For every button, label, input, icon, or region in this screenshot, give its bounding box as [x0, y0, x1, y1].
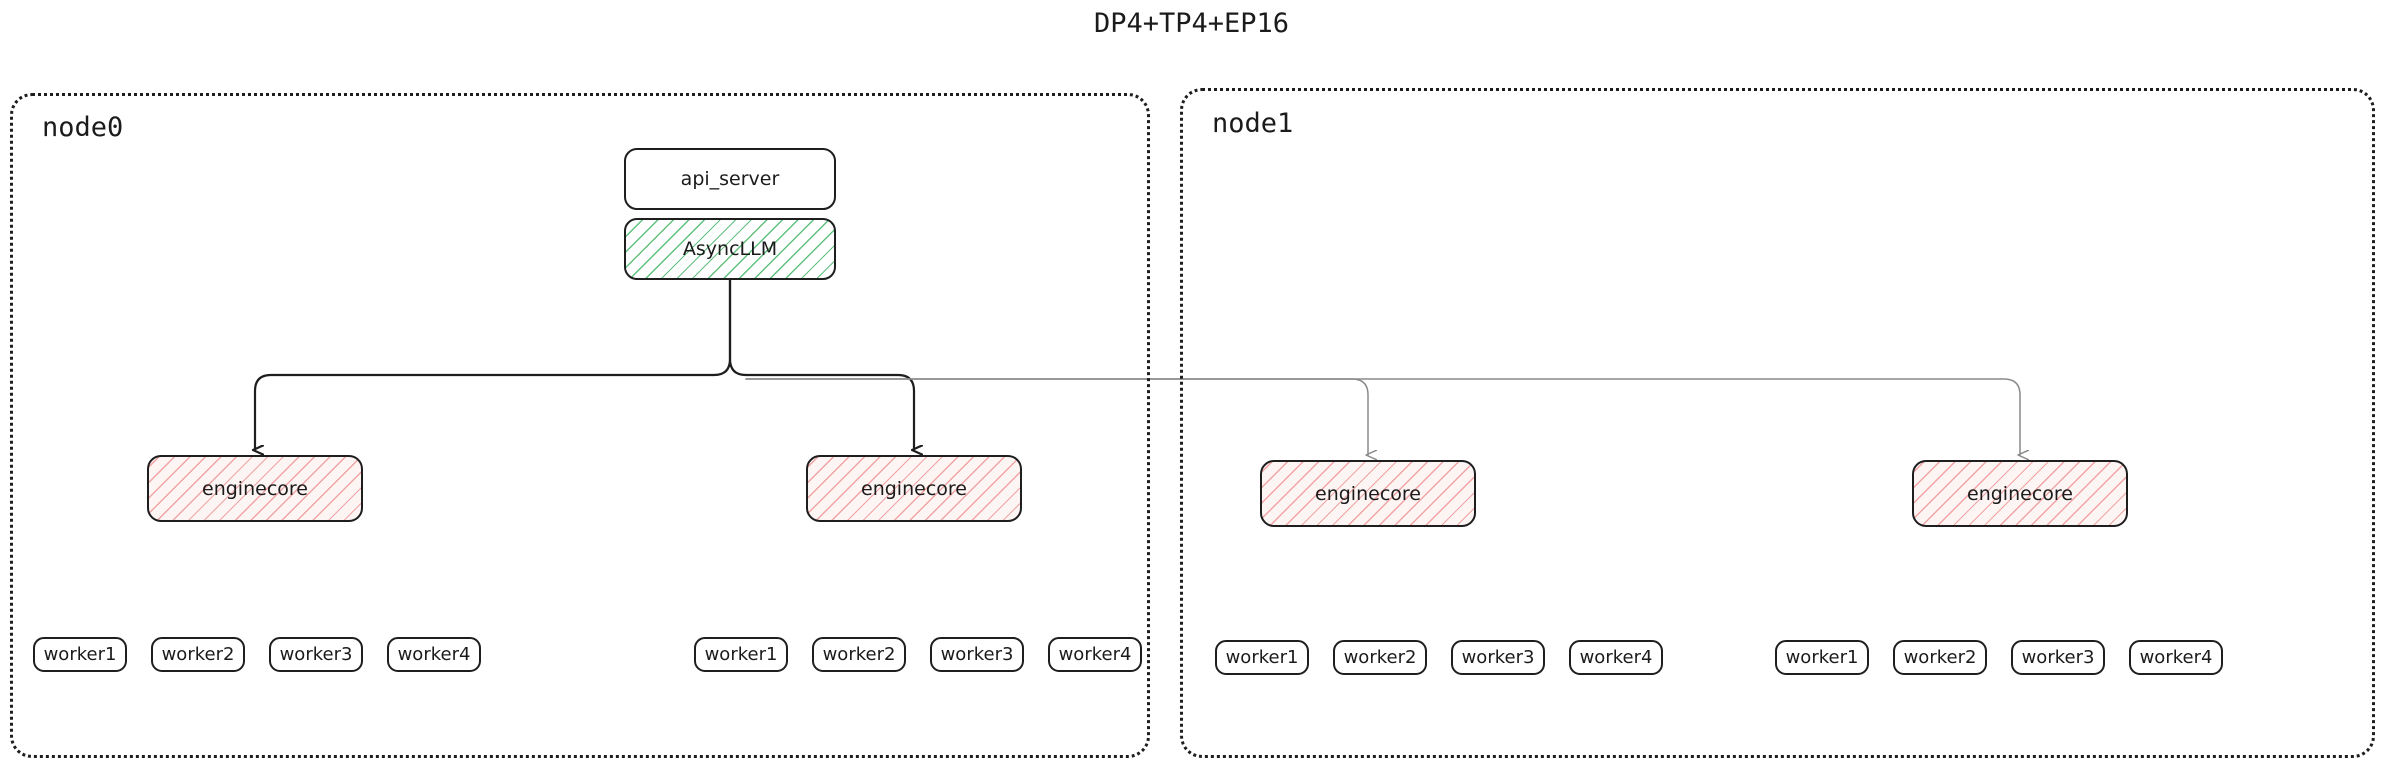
- enginecore-box[interactable]: enginecore: [1260, 460, 1476, 527]
- worker-box[interactable]: worker1: [33, 637, 127, 672]
- worker-box[interactable]: worker4: [387, 637, 481, 672]
- api-server-box[interactable]: api_server: [624, 148, 836, 210]
- worker-box[interactable]: worker2: [151, 637, 245, 672]
- worker-box[interactable]: worker1: [694, 637, 788, 672]
- worker-box[interactable]: worker1: [1775, 640, 1869, 675]
- worker-box[interactable]: worker1: [1215, 640, 1309, 675]
- enginecore-box[interactable]: enginecore: [806, 455, 1022, 522]
- worker-box[interactable]: worker4: [2129, 640, 2223, 675]
- worker-box[interactable]: worker4: [1569, 640, 1663, 675]
- node-label-1: node1: [1212, 108, 1294, 139]
- worker-box[interactable]: worker2: [812, 637, 906, 672]
- worker-box[interactable]: worker3: [1451, 640, 1545, 675]
- diagram-title: DP4+TP4+EP16: [1093, 8, 1290, 39]
- node-container-0: [10, 93, 1150, 758]
- async-llm-box[interactable]: AsyncLLM: [624, 218, 836, 280]
- enginecore-box[interactable]: enginecore: [147, 455, 363, 522]
- enginecore-box[interactable]: enginecore: [1912, 460, 2128, 527]
- worker-box[interactable]: worker2: [1333, 640, 1427, 675]
- worker-box[interactable]: worker3: [930, 637, 1024, 672]
- worker-box[interactable]: worker4: [1048, 637, 1142, 672]
- worker-box[interactable]: worker2: [1893, 640, 1987, 675]
- node-label-0: node0: [42, 112, 124, 143]
- node-container-1: [1180, 88, 2375, 758]
- worker-box[interactable]: worker3: [269, 637, 363, 672]
- worker-box[interactable]: worker3: [2011, 640, 2105, 675]
